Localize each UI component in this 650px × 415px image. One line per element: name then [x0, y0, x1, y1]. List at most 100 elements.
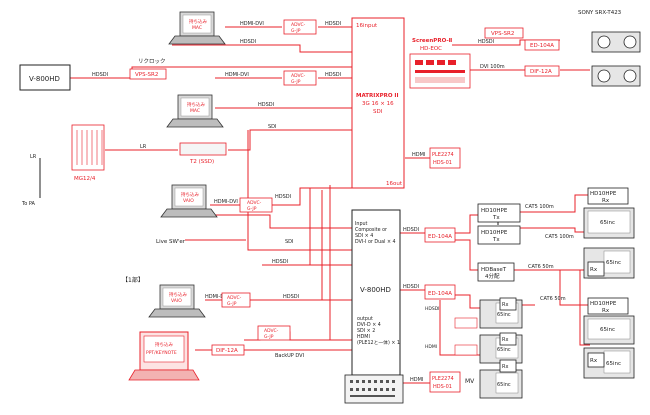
label-sdi-2: SDI — [285, 239, 294, 245]
vps-left-label: VPS-SR2 — [135, 72, 158, 78]
label-rekudoku: リクロック — [138, 58, 166, 65]
advc3-label-2: G-JP — [247, 206, 257, 212]
t2-ssd-recorder: T2 (SSD) — [179, 142, 227, 165]
label-hdsdi-sp: HDSDI — [478, 39, 494, 45]
label-topa: To PA — [21, 201, 36, 207]
v800-input-1: Input — [355, 221, 368, 227]
screenpro-device: ScreenPRO-Ⅱ HD-EOC — [409, 38, 471, 89]
ed104a-low-box — [424, 284, 456, 300]
label-mv: MV — [465, 378, 475, 385]
rx-a-label: Rx — [502, 302, 508, 308]
vps-left-box — [129, 68, 167, 80]
advc-box-1 — [283, 19, 317, 35]
screenpro-title: ScreenPRO-Ⅱ — [412, 38, 453, 44]
hdbaset-sub: 4分配 — [485, 272, 500, 280]
pc-red-label-1: 持ち込み — [155, 341, 173, 348]
matrix-input-label: 16input — [356, 23, 378, 29]
converter-b — [454, 344, 478, 356]
rx2-label: Rx — [590, 358, 598, 364]
hdbaset-box — [477, 262, 515, 282]
label-hdsdi-e: HDSDI — [258, 102, 274, 108]
hd10-tx1-sub: Tx — [492, 215, 500, 221]
advc5-label-2: G-JP — [264, 334, 274, 340]
hdbaset-label: HDBaseT — [481, 267, 507, 273]
label-cat5-1: CAT5 100m — [525, 204, 554, 210]
line-sdi-v800 — [247, 130, 352, 251]
v800hd-source-box: V-800HD — [19, 64, 71, 91]
matrix-output-label: 16out — [386, 181, 403, 187]
hds1-label: HDS-01 — [433, 160, 452, 166]
label-hdmi-mv: HDMI — [410, 377, 423, 383]
label-dvi100m: DVI 100m — [480, 64, 505, 70]
label-hdsdi-h: HDSDI — [283, 294, 299, 300]
line-ed-hd10 — [455, 214, 478, 234]
v800-output-3: SDI × 2 — [357, 328, 375, 334]
line-hdbase-rx3 — [579, 270, 590, 346]
laptop-mac-2: 持ち込み MAC — [166, 94, 224, 128]
screen-a-label: 65inc — [497, 312, 511, 318]
label-hdsdi-f: HDSDI — [275, 194, 291, 200]
laptop-presentation: 持ち込み PPT/KEYNOTE — [128, 331, 200, 381]
screen4-label: 65inc — [606, 361, 621, 367]
label-hdsdi-v8b: HDSDI — [403, 284, 419, 290]
hd10-tx-box-1 — [477, 203, 521, 223]
vaio2-label-2: VAIO — [171, 298, 182, 304]
v800-output-5: (PLE12と一体) × 1 — [357, 339, 400, 346]
screenpro-sub: HD-EOC — [420, 46, 442, 52]
ple1-label: PLE2274 — [432, 152, 454, 158]
dif12a-top-box — [524, 65, 560, 77]
projector-2 — [591, 65, 641, 87]
label-livesw: Live SW'er — [156, 239, 186, 245]
line-hd10-cat5b — [520, 227, 590, 233]
rx-box-b — [499, 332, 517, 346]
hd10-rx1-sub: Rx — [602, 198, 610, 204]
label-hdsdi-b: HDSDI — [325, 21, 341, 27]
line-vaio1-v800 — [210, 214, 352, 229]
advc1-label-1: ADVC- — [291, 22, 306, 28]
advc1-label-2: G-JP — [291, 28, 301, 34]
projector-1 — [591, 31, 641, 53]
v800-title: V-800HD — [360, 286, 391, 294]
hd10-rx2-label: HD10HPE — [590, 301, 617, 307]
advc-box-5 — [257, 325, 291, 341]
label-hdmidvi-c: HDMI-DVI — [214, 199, 238, 205]
matrix-size: 3G 16 × 16 — [362, 101, 394, 107]
vps-top-box — [484, 27, 524, 39]
vaio1-label-2: VAIO — [183, 198, 194, 204]
v800-input-3: SDI × 4 — [355, 233, 373, 239]
mac2-label-2: MAC — [190, 108, 200, 114]
v800-input-2: Composite or — [355, 227, 387, 233]
vaio1-label-1: 持ち込み — [181, 191, 199, 198]
screen2-label: 65inc — [606, 260, 621, 266]
advc2-label-2: G-JP — [291, 79, 301, 85]
rx-c-label: Rx — [502, 364, 508, 370]
mac1-label-2: MAC — [192, 25, 202, 31]
label-lr-2: LR — [140, 144, 147, 150]
ed104a-mid-box — [424, 227, 456, 243]
matrix-sdi: SDI — [373, 109, 383, 115]
v800-top-label: V-800HD — [29, 75, 60, 83]
t2-label: T2 (SSD) — [189, 159, 214, 165]
dif12a-top-label: DIF-12A — [530, 69, 552, 75]
label-cat6-2: CAT6 50m — [540, 296, 566, 302]
line-hd10-cat5a — [520, 194, 590, 213]
hd10-rx-box-2 — [587, 297, 629, 315]
screen-b-label: 65inc — [497, 347, 511, 353]
label-hdmi-low: HDMI — [425, 344, 437, 350]
hd10-tx-box-2 — [477, 225, 521, 245]
label-ichibu: 【1部】 — [122, 276, 144, 284]
advc3-label-1: ADVC- — [247, 200, 262, 206]
rx-box-2 — [587, 352, 605, 368]
advc-box-2 — [283, 70, 317, 86]
label-hdmidvi-a: HDMI-DVI — [240, 21, 264, 27]
hds2-label: HDS-01 — [433, 384, 452, 390]
screen3-label: 65inc — [600, 327, 615, 333]
mac1-label-1: 持ち込み — [189, 18, 207, 25]
ed104a-low-label: ED-104A — [428, 291, 452, 297]
v800-output-1: output — [357, 316, 373, 322]
label-hdmi-matrix: HDMI — [412, 152, 425, 158]
label-hdsdi-a: HDSDI — [92, 72, 108, 78]
rx-b-label: Rx — [502, 337, 508, 343]
label-cat6-1: CAT6 50m — [528, 264, 554, 270]
